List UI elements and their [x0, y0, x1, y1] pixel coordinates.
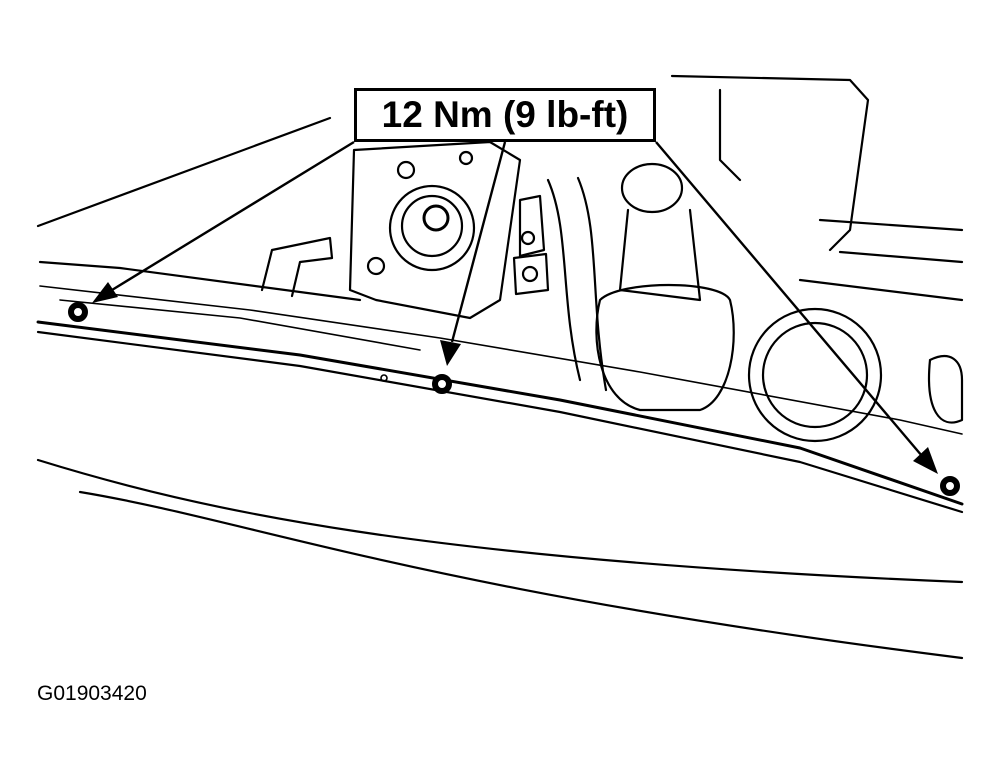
- harness-bolt: [521, 265, 539, 283]
- bracket-left: [260, 236, 334, 298]
- strut-mount-inner: [400, 194, 464, 258]
- clip-bolt: [520, 230, 536, 246]
- strut-nut: [422, 204, 450, 232]
- arrowhead-left: [92, 282, 118, 303]
- canister-body: [595, 283, 735, 412]
- figure-id-label: G01903420: [37, 682, 147, 705]
- round-reservoir-inner: [761, 321, 869, 429]
- upper-right-panel-2: [718, 88, 742, 182]
- leader-line-right: [655, 141, 923, 457]
- small-hole: [380, 374, 388, 382]
- cowl-panel-inner-line-2: [59, 299, 421, 351]
- reservoir-cap: [620, 162, 684, 214]
- mount-nut-1: [396, 160, 416, 180]
- strut-mount-outer: [388, 184, 476, 272]
- harness-bracket: [512, 252, 550, 296]
- hood-lower-curve-2: [78, 490, 964, 660]
- cowl-panel-inner-line: [39, 285, 963, 435]
- right-rail: [798, 278, 964, 302]
- cowl-panel-front-edge: [36, 320, 964, 506]
- right-tube: [927, 354, 964, 424]
- upper-right-pipe-2: [838, 250, 964, 264]
- upper-right-panel: [670, 74, 870, 252]
- torque-callout: 12 Nm (9 lb-ft): [354, 88, 656, 142]
- mount-nut-2: [366, 256, 386, 276]
- torque-callout-label: 12 Nm (9 lb-ft): [381, 94, 629, 135]
- leader-line-center: [450, 141, 507, 343]
- hood-lower-curve: [36, 458, 964, 584]
- upper-right-pipe: [818, 218, 964, 232]
- body-outline-upper: [36, 116, 332, 228]
- hose-left: [546, 178, 582, 382]
- cowl-bolt-left: [68, 302, 88, 322]
- hose-left-2: [576, 176, 608, 392]
- arrowhead-right: [913, 447, 938, 474]
- leader-line-left: [111, 140, 355, 292]
- strut-tower-plate: [348, 140, 522, 320]
- clip-bracket: [518, 194, 546, 258]
- arrowhead-center: [440, 340, 461, 366]
- round-reservoir-outer: [747, 307, 883, 443]
- cowl-bolt-center: [432, 374, 452, 394]
- reservoir-body: [618, 208, 702, 302]
- fender-edge-left: [38, 260, 362, 302]
- cowl-panel-rear-edge: [36, 330, 964, 514]
- cowl-bolt-right: [940, 476, 960, 496]
- mount-nut-3: [458, 150, 474, 166]
